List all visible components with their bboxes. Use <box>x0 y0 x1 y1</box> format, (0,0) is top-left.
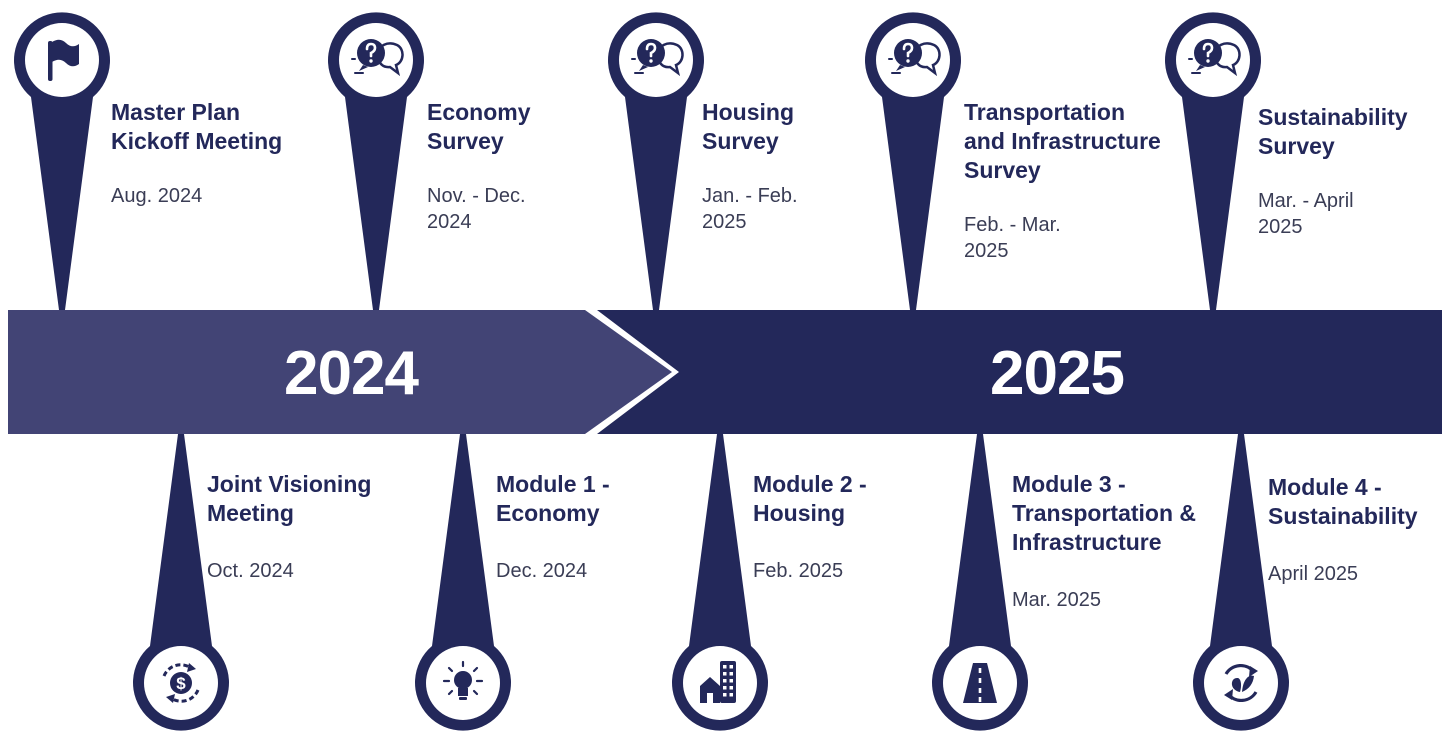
lightbulb-icon <box>442 660 484 700</box>
top-event-pin-5 <box>1165 12 1262 310</box>
bottom-event-title-2: Module 1 -Economy <box>496 471 610 526</box>
road-icon <box>963 663 997 703</box>
year-band-2025 <box>597 310 1442 434</box>
top-event-date-3: Jan. - Feb.2025 <box>702 185 798 233</box>
top-event-pin-1 <box>14 12 111 310</box>
question-bubble-icon <box>888 39 941 77</box>
top-event-pin-2 <box>327 12 425 310</box>
year-band-2024 <box>8 310 672 434</box>
bottom-event-title-4: Module 3 -Transportation &Infrastructure <box>1012 471 1197 555</box>
bottom-event-date-1: Oct. 2024 <box>207 560 294 582</box>
bottom-event-pin-3 <box>672 434 768 731</box>
question-bubble-icon <box>1188 39 1241 77</box>
bottom-event-title-5: Module 4 -Sustainability <box>1268 474 1418 529</box>
bottom-event-date-3: Feb. 2025 <box>753 560 844 582</box>
bottom-event-pin-2 <box>415 434 511 731</box>
eco-cycle-icon <box>1224 664 1258 702</box>
year-label-2025: 2025 <box>990 339 1125 408</box>
buildings-icon <box>700 661 736 703</box>
question-bubble-icon <box>631 39 684 77</box>
top-event-pin-3 <box>608 12 704 311</box>
top-event-date-2: Nov. - Dec.2024 <box>427 185 526 233</box>
bottom-event-date-5: April 2025 <box>1268 563 1359 585</box>
top-event-pin-4 <box>865 12 962 310</box>
bottom-event-title-3: Module 2 -Housing <box>753 471 867 526</box>
bottom-event-pin-4 <box>932 434 1029 731</box>
bottom-event-pin-5 <box>1193 434 1289 731</box>
bottom-event-date-4: Mar. 2025 <box>1012 589 1101 611</box>
dollar-cycle-icon: $ <box>162 663 200 703</box>
top-event-date-1: Aug. 2024 <box>111 185 203 207</box>
top-event-date-4: Feb. - Mar.2025 <box>964 214 1061 262</box>
bottom-event-date-2: Dec. 2024 <box>496 560 588 582</box>
flag-icon <box>48 39 79 81</box>
bottom-event-pin-1: $ <box>133 434 230 731</box>
svg-text:$: $ <box>176 674 186 693</box>
year-label-2024: 2024 <box>284 339 419 408</box>
question-bubble-icon <box>351 39 404 77</box>
